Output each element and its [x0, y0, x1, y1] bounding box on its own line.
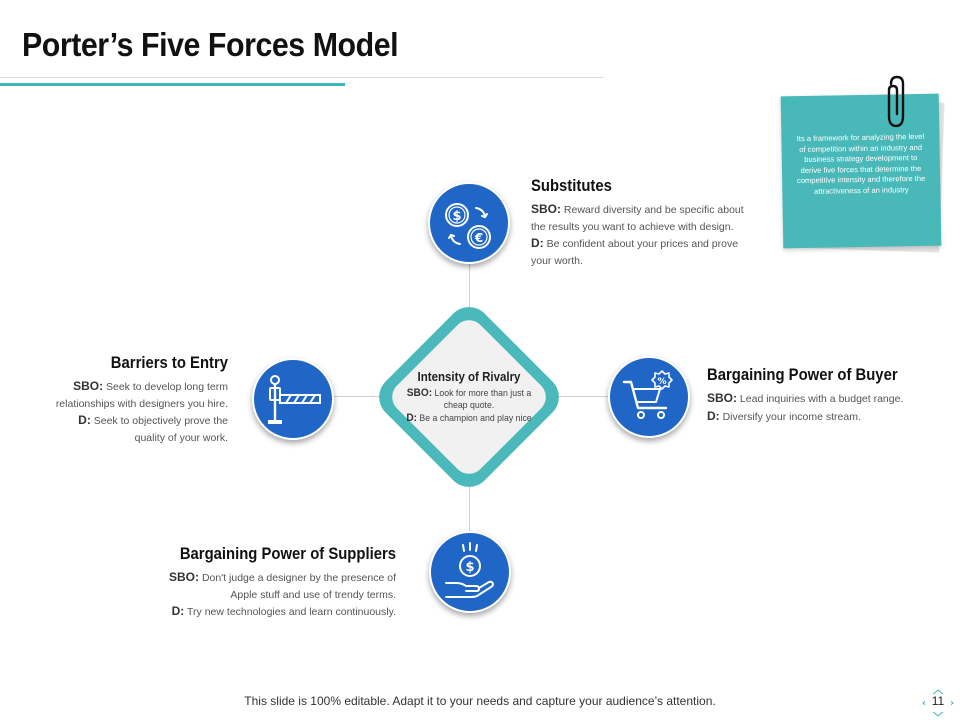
rivalry-body: SBO: Look for more than just a cheap quo… [402, 387, 536, 425]
buyer-block: Bargaining Power of Buyer SBO: Lead inqu… [707, 366, 927, 425]
substitutes-d-label: D: [531, 236, 544, 250]
sticky-note: Its a framework for analyzing the level … [780, 93, 942, 249]
currency-exchange-icon: $ € [445, 203, 491, 249]
svg-text:$: $ [465, 560, 474, 575]
substitutes-block: Substitutes SBO: Reward diversity and be… [531, 177, 753, 269]
rivalry-sbo-label: SBO: [406, 387, 433, 399]
footer-text: This slide is 100% editable. Adapt it to… [244, 694, 716, 708]
suppliers-node: $ [429, 531, 511, 613]
rivalry-sbo-text: Look for more than just a cheap quote. [434, 388, 532, 411]
suppliers-title: Bargaining Power of Suppliers [179, 545, 396, 563]
suppliers-block: Bargaining Power of Suppliers SBO: Don't… [152, 545, 396, 621]
barriers-d-label: D: [78, 413, 91, 427]
suppliers-sbo-text: Don't judge a designer by the presence o… [201, 572, 396, 601]
sticky-note-text: Its a framework for analyzing the level … [796, 131, 926, 196]
suppliers-body: SBO: Don't judge a designer by the prese… [152, 569, 396, 621]
buyer-sbo-label: SBO: [707, 391, 737, 405]
page-title: Porter’s Five Forces Model [22, 26, 399, 63]
buyer-title: Bargaining Power of Buyer [707, 366, 898, 384]
rivalry-d-text: Be a champion and play nice [419, 413, 532, 424]
rivalry-title: Intensity of Rivalry [417, 370, 521, 384]
hand-coin-icon: $ [445, 542, 494, 598]
suppliers-sbo-label: SBO: [169, 570, 200, 584]
svg-text:€: € [474, 231, 483, 245]
svg-text:$: $ [452, 209, 461, 224]
barriers-sbo-text: Seek to develop long term relationships … [55, 381, 228, 410]
substitutes-node: $ € [428, 182, 510, 264]
barriers-title: Barriers to Entry [110, 354, 228, 372]
rivalry-d-label: D: [406, 412, 418, 424]
barriers-d-text: Seek to objectively prove the quality of… [93, 415, 228, 444]
substitutes-d-text: Be confident about your prices and prove… [531, 238, 739, 267]
barriers-body: SBO: Seek to develop long term relations… [46, 378, 228, 446]
paperclip-icon [887, 75, 905, 128]
substitutes-sbo-text: Reward diversity and be specific about t… [531, 204, 744, 233]
shopping-cart-discount-icon: % [622, 370, 673, 419]
buyer-body: SBO: Lead inquiries with a budget range.… [707, 390, 927, 425]
rivalry-text: Intensity of Rivalry SBO: Look for more … [396, 370, 542, 425]
substitutes-title: Substitutes [531, 177, 612, 195]
buyer-sbo-text: Lead inquiries with a budget range. [739, 393, 904, 405]
barrier-gate-icon [268, 375, 321, 424]
buyer-node: % [608, 356, 690, 438]
page-number: 11 [931, 694, 945, 708]
buyer-d-text: Diversify your income stream. [722, 410, 861, 423]
svg-text:%: % [657, 377, 666, 387]
page-number-badge [922, 689, 954, 717]
substitutes-sbo-label: SBO: [531, 202, 561, 216]
barriers-block: Barriers to Entry SBO: Seek to develop l… [46, 354, 228, 446]
title-divider [0, 77, 604, 78]
buyer-d-label: D: [707, 408, 720, 423]
barriers-node [252, 358, 334, 440]
suppliers-d-label: D: [171, 604, 185, 618]
title-accent-bar [0, 83, 345, 86]
substitutes-body: SBO: Reward diversity and be specific ab… [531, 201, 753, 269]
suppliers-d-text: Try new technologies and learn continuou… [187, 606, 396, 618]
barriers-sbo-label: SBO: [73, 379, 104, 393]
